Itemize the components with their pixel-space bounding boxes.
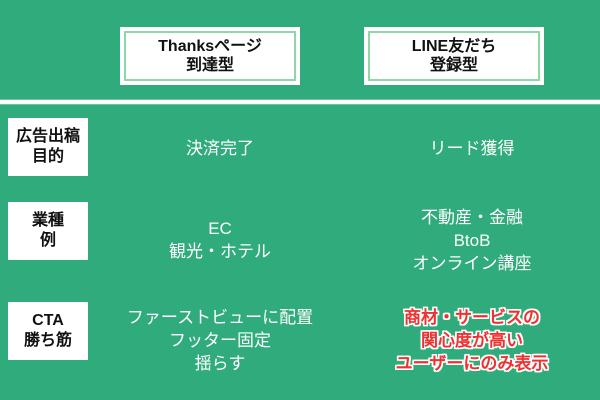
table-row: 業種 例 EC 観光・ホテル 不動産・金融 BtoB オンライン講座 [0,190,600,290]
divider-thin-bottom [0,104,600,105]
column-header-line-2: 到達型 [185,57,234,74]
cell-line: ファーストビューに配置 [126,307,314,327]
cell-line: EC [208,219,232,238]
table-cell-thanks-page-industry-examples: EC 観光・ホテル [96,190,344,290]
header-divider [0,99,600,105]
cell-line: リード獲得 [429,138,515,158]
row-label-line-1: 広告出稿 [15,128,80,145]
cell-line: BtoB [453,230,491,250]
column-header-line-2: 登録型 [429,57,478,74]
cell-line: フッター固定 [169,330,271,350]
table-cell-line-friend-industry-examples: 不動産・金融 BtoB オンライン講座 [348,190,596,290]
row-label-line-1: 業種 [31,212,64,229]
cell-line: 観光・ホテル [169,242,271,261]
column-header-row: Thanksページ 到達型 LINE友だち 登録型 [0,0,600,100]
cell-line: 不動産・金融 [421,207,523,227]
row-label-line-2: 勝ち筋 [23,332,72,349]
cell-line: 揺らす [194,353,246,373]
column-header-line-1: Thanksページ [158,38,262,55]
divider-main-line [0,100,600,104]
cell-line: 決済完了 [186,138,254,158]
column-header-card-line-friend: LINE友だち 登録型 [364,27,544,85]
row-label-cta-winning-approach: CTA 勝ち筋 [8,302,88,360]
table-row: CTA 勝ち筋 ファーストビューに配置 フッター固定 揺らす 商材・サービスの … [0,290,600,390]
cell-line: 商材・サービスの [404,307,540,327]
cell-line: 関心度が高い [421,330,523,350]
row-label-line-1: CTA [32,312,64,329]
table-body: 広告出稿 目的 決済完了 リード獲得 業種 例 EC 観光・ホテル 不動産・金融… [0,106,600,400]
table-cell-thanks-page-ad-purpose: 決済完了 [96,106,344,190]
column-header-line-1: LINE友だち [411,38,497,55]
divider-thin-top [0,99,600,100]
column-header-card-inner: LINE友だち 登録型 [368,31,540,81]
column-header-card-inner: Thanksページ 到達型 [124,31,296,81]
row-label-line-2: 目的 [31,148,64,165]
cell-line: オンライン講座 [412,253,532,273]
cell-line: ユーザーにのみ表示 [395,353,549,373]
row-label-line-2: 例 [39,232,56,249]
table-row: 広告出稿 目的 決済完了 リード獲得 [0,106,600,190]
table-cell-thanks-page-cta: ファーストビューに配置 フッター固定 揺らす [96,290,344,390]
table-cell-line-friend-ad-purpose: リード獲得 [348,106,596,190]
row-label-ad-purpose: 広告出稿 目的 [8,118,88,176]
column-header-card-thanks-page: Thanksページ 到達型 [120,27,300,85]
row-label-industry-examples: 業種 例 [8,202,88,260]
table-cell-line-friend-cta: 商材・サービスの 関心度が高い ユーザーにのみ表示 [348,290,596,390]
